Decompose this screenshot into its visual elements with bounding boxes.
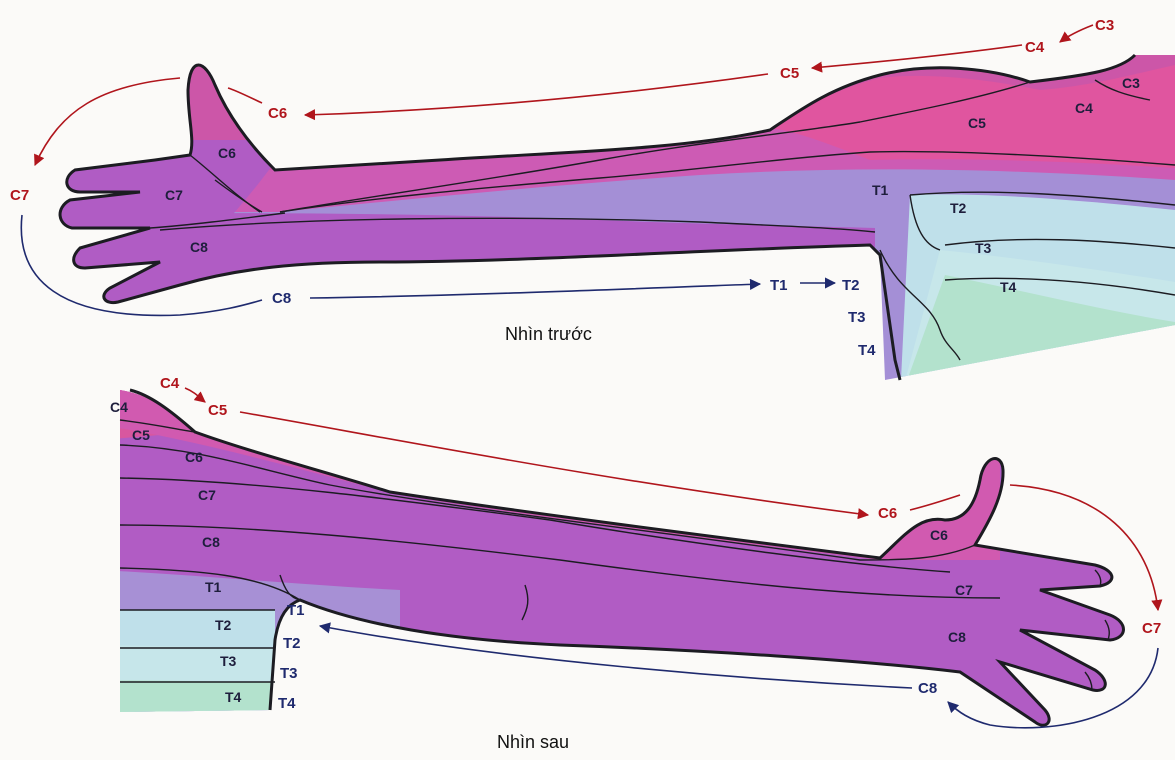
front-arrow-c3: C3 — [1095, 17, 1114, 34]
back-boundaries — [119, 419, 1110, 691]
back-arrow-c5: C5 — [208, 402, 227, 419]
back-arrow-c4: C4 — [160, 375, 180, 392]
front-view: C3 C4 C5 C6 C7 C8 T1 T2 T3 T4 C3 C4 C5 C… — [10, 17, 1175, 381]
back-arm-outline — [129, 388, 1125, 727]
back-dermatome-bands — [120, 390, 1124, 726]
front-zone-c4: C4 — [1075, 100, 1093, 116]
front-arrow-c7: C7 — [10, 187, 29, 204]
back-arrow-c7: C7 — [1142, 620, 1161, 637]
front-arrow-t2: T2 — [842, 277, 860, 294]
front-zone-c6: C6 — [218, 145, 236, 161]
back-zone-c7: C7 — [198, 487, 216, 503]
back-blue-path — [318, 622, 1159, 729]
back-arrow-t3: T3 — [280, 665, 298, 682]
back-zone-c8: C8 — [202, 534, 220, 550]
back-zone-c4: C4 — [110, 399, 128, 415]
back-zone-t3: T3 — [220, 653, 237, 669]
front-arrow-t3: T3 — [848, 309, 866, 326]
back-zone-t1: T1 — [205, 579, 222, 595]
back-zone-c5: C5 — [132, 427, 150, 443]
back-view: C4 C5 C6 C7 C8 T1 T2 T3 T4 C6 C7 C8 C4 C… — [110, 375, 1163, 752]
back-arrow-t4: T4 — [278, 695, 296, 712]
back-arrow-c8: C8 — [918, 680, 937, 697]
back-band-t4 — [120, 680, 275, 726]
front-zone-c7: C7 — [165, 187, 183, 203]
front-band-c5 — [770, 55, 1175, 168]
back-red-path — [184, 387, 1163, 612]
front-arm-outline — [58, 53, 1137, 381]
front-zone-t3: T3 — [975, 240, 992, 256]
back-zone-hand-c7: C7 — [955, 582, 973, 598]
front-arrow-t1: T1 — [770, 277, 788, 294]
front-zone-t1: T1 — [872, 182, 889, 198]
front-zone-c5: C5 — [968, 115, 986, 131]
back-zone-hand-c8: C8 — [948, 629, 966, 645]
front-arrow-t4: T4 — [858, 342, 876, 359]
back-zone-c6: C6 — [185, 449, 203, 465]
back-zone-t4: T4 — [225, 689, 242, 705]
front-arrow-c4: C4 — [1025, 39, 1045, 56]
front-band-c8 — [60, 213, 875, 380]
back-caption: Nhìn sau — [497, 732, 569, 752]
back-arrow-t2: T2 — [283, 635, 301, 652]
back-arrow-c6: C6 — [878, 505, 897, 522]
front-red-path — [34, 24, 1094, 167]
front-zone-c8: C8 — [190, 239, 208, 255]
front-zone-t2: T2 — [950, 200, 967, 216]
front-arrow-c6: C6 — [268, 105, 287, 122]
front-arrow-c8: C8 — [272, 290, 291, 307]
front-caption: Nhìn trước — [505, 324, 592, 344]
front-zone-c3: C3 — [1122, 75, 1140, 91]
back-zone-hand-c6: C6 — [930, 527, 948, 543]
front-boundaries — [149, 79, 1175, 361]
back-arrow-t1: T1 — [287, 602, 305, 619]
front-arrow-c5: C5 — [780, 65, 799, 82]
front-blue-path — [20, 214, 837, 317]
back-zone-t2: T2 — [215, 617, 232, 633]
front-zone-t4: T4 — [1000, 279, 1017, 295]
